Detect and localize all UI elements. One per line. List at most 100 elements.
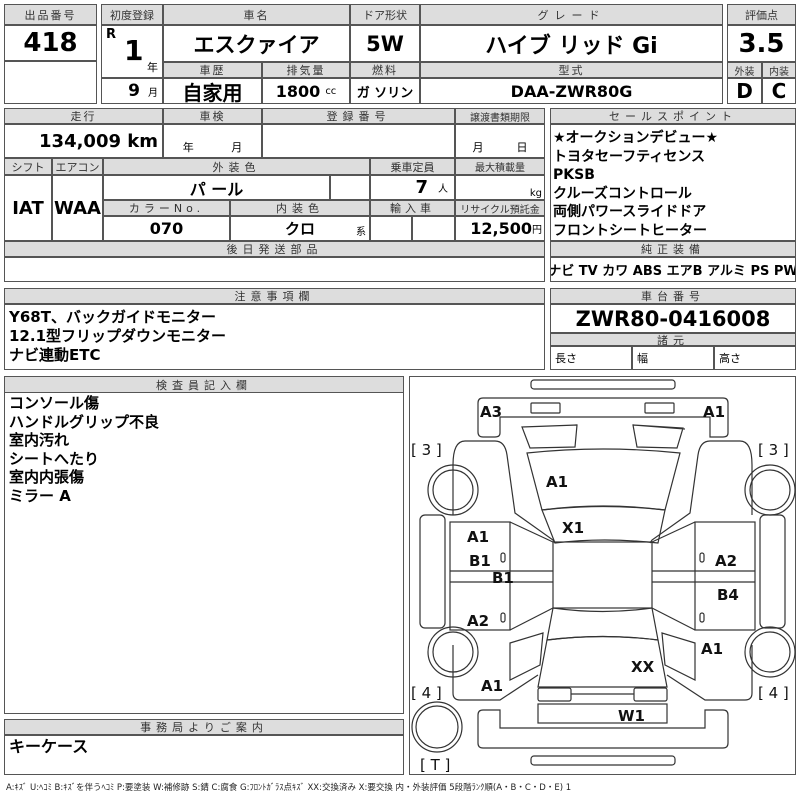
wheels [411, 464, 796, 753]
inspector-note: シートへたり [9, 449, 100, 468]
fuel: ガ ソリン [350, 78, 420, 104]
taillight-right [633, 687, 668, 702]
left-doors [449, 521, 511, 631]
car-diagram: A3 A1 A1 X1 A1 B1 B1 A2 A2 B4 A1 XX A1 W… [411, 379, 796, 774]
int-color-cell: クロ系 [230, 216, 370, 241]
ac-label: エアコン [52, 158, 103, 175]
rear-panel [537, 703, 668, 724]
chassis-number: ZWR80-0416008 [550, 304, 796, 333]
headlight-left [530, 402, 561, 414]
legend: A:ｷｽﾞ U:ﾍｺﾐ B:ｷｽﾞを伴うﾍｺﾐ P:要塗装 W:補修跡 S:錆 … [6, 783, 572, 793]
displacement: 1800 [275, 81, 321, 101]
windshield [541, 505, 666, 544]
right-sill [759, 514, 786, 629]
damage-mark: A2 [715, 552, 737, 570]
month-unit: 月 [472, 141, 484, 154]
era: R [106, 27, 117, 42]
import-extra [412, 216, 455, 241]
reg-number [262, 124, 455, 158]
score-label: 評価点 [727, 4, 796, 25]
rear-glass [546, 607, 659, 641]
kg-unit: kg [529, 188, 542, 199]
color-no-label: カラーNo. [103, 200, 230, 216]
tire-tread: [ 3 ] [758, 441, 789, 459]
shift: IAT [4, 175, 52, 241]
score: 3.5 [727, 25, 796, 62]
taillight-left [537, 687, 572, 702]
right-doors [694, 521, 756, 631]
spec-height: 高さ [714, 346, 796, 370]
int-grade: C [762, 78, 796, 104]
tire-tread: [ 4 ] [411, 684, 442, 702]
notes-label: 注意事項欄 [4, 288, 545, 304]
mileage-label: 走行 [4, 108, 163, 124]
damage-mark: A1 [467, 528, 489, 546]
door-type: 5W [350, 25, 420, 62]
damage-mark: A1 [481, 677, 503, 695]
roof [552, 541, 653, 609]
max-load: kg [455, 175, 545, 200]
first-reg-label: 初度登録 [101, 4, 163, 25]
sales-point: ★オークションデビュー★ [553, 130, 719, 146]
spare-tire-tread: [ T ] [420, 756, 450, 774]
rear-bumper-bar [530, 755, 676, 766]
capacity: 7 [415, 177, 428, 198]
left-sill [419, 514, 446, 629]
sales-point: フロントシートヒーター [553, 222, 707, 239]
inspection-date: 年月 [163, 124, 262, 158]
damage-diagram-box [409, 376, 796, 775]
inspector-note: コンソール傷 [9, 394, 100, 412]
model-label: 型式 [420, 62, 723, 78]
office-box: キーケース [4, 735, 404, 775]
inspector-label: 検査員記入欄 [5, 377, 403, 393]
damage-mark: B1 [469, 552, 491, 570]
sales-point: トヨタセーフティセンス [553, 148, 706, 165]
model-code: DAA-ZWR80G [420, 78, 723, 104]
tailgate [537, 635, 668, 688]
history: 自家用 [163, 78, 262, 104]
day-unit: 日 [516, 141, 528, 154]
note-line: ナビ連動ETC [9, 346, 101, 364]
int-color-label: 内装色 [230, 200, 370, 216]
door-label: ドア形状 [350, 4, 420, 25]
rear-quarter-windows [509, 632, 696, 681]
lot-blank [4, 61, 97, 104]
sales-point: クルーズコントロール [553, 185, 692, 202]
front-bumper [477, 397, 729, 438]
recycle-fee: 12,500 [470, 219, 532, 238]
front-right-fender [649, 440, 753, 544]
note-line: Y68T、バックガイドモニター [9, 308, 216, 326]
mileage: 134,009 km [4, 124, 163, 158]
history-label: 車歴 [163, 62, 262, 78]
displacement-label: 排気量 [262, 62, 350, 78]
fuel-label: 燃料 [350, 62, 420, 78]
transfer-label: 譲渡書類期限 [455, 108, 545, 124]
rear-bumper [477, 709, 729, 749]
damage-mark: A1 [703, 403, 725, 421]
grade: ハイブ リッド Gi [420, 25, 723, 62]
notes: Y68T、バックガイドモニター 12.1型フリップダウンモニター ナビ連動ETC [4, 304, 545, 370]
spec-width: 幅 [632, 346, 714, 370]
cc-unit: cc [325, 85, 337, 97]
office-label: 事務局よりご案内 [4, 719, 404, 735]
grade-label: グレード [420, 4, 723, 25]
yen-unit: 円 [532, 225, 542, 236]
damage-mark: XX [631, 658, 655, 676]
front-bumper-bar [530, 379, 676, 390]
inspector-box: 検査員記入欄 コンソール傷 ハンドルグリップ不良 室内汚れ シートへたり 室内内… [4, 376, 404, 714]
shift-label: シフト [4, 158, 52, 175]
color-no: 070 [103, 216, 230, 241]
damage-mark: B1 [492, 569, 514, 587]
displacement-cell: 1800 cc [262, 78, 350, 104]
front-left-fender [452, 440, 556, 544]
ac: WAA [52, 175, 103, 241]
later-parts-label: 後日発送部品 [4, 241, 545, 257]
tire-tread: [ 3 ] [411, 441, 442, 459]
ext-color: パ ール [103, 175, 330, 200]
damage-mark: A3 [480, 403, 502, 421]
sales-point: PKSB [553, 167, 595, 183]
year-unit: 年 [182, 141, 194, 154]
sales-points: ★オークションデビュー★ トヨタセーフティセンス PKSB クルーズコントロール… [550, 124, 796, 241]
ext-grade-label: 外装 [727, 62, 762, 78]
